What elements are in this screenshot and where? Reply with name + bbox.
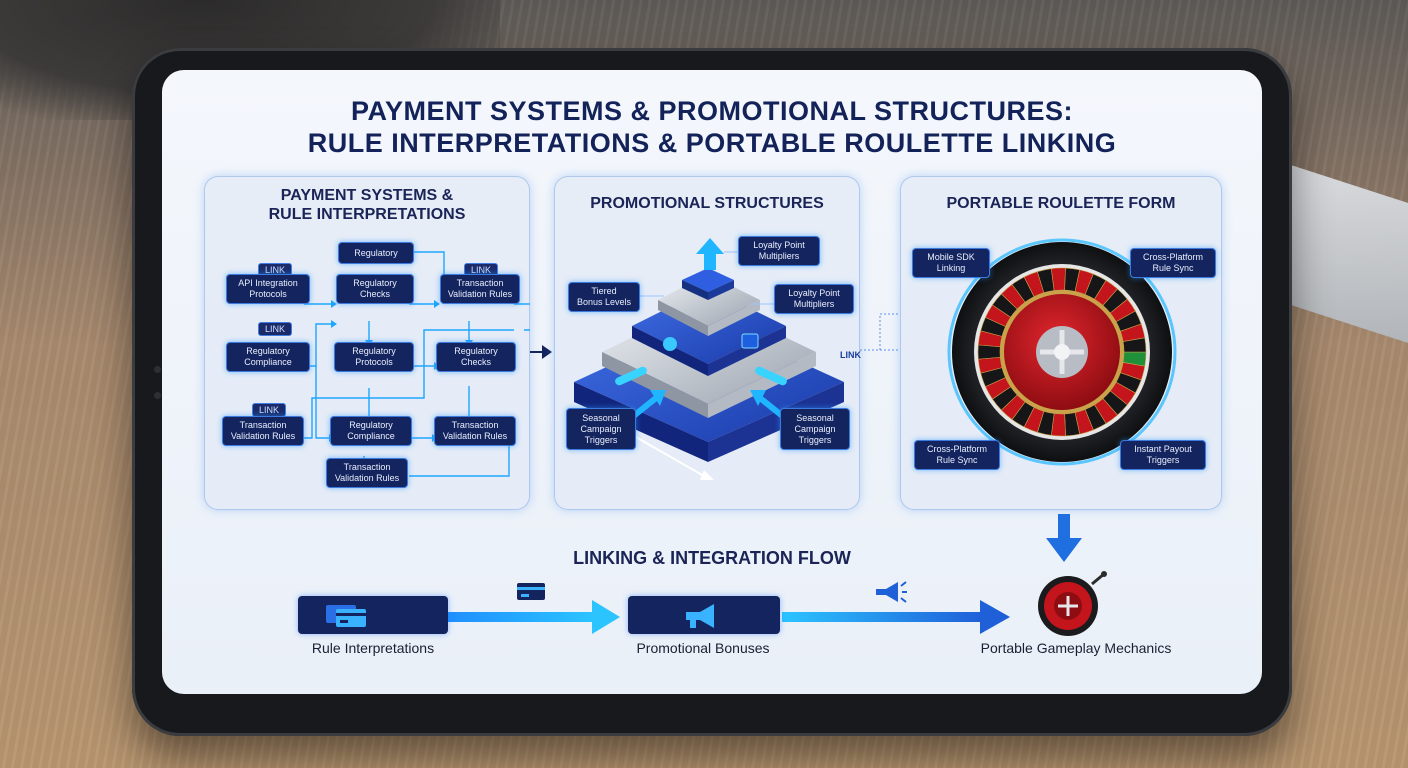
node-label: Compliance [347,431,395,441]
link-label: LINK [840,350,861,360]
node-label: Loyalty Point [753,240,805,250]
link-tag: LINK [252,403,287,417]
node-label: Validation Rules [442,431,508,441]
transaction-validation-node: Transaction Validation Rules [440,274,520,304]
flow-step-promotional-bonuses: Promotional Bonuses [636,640,770,656]
node-label: Regulatory [246,346,290,356]
node-label: Checks [359,289,390,299]
regulatory-checks-node: Regulatory Checks [336,274,414,304]
promo-panel-title: PROMOTIONAL STRUCTURES [590,195,824,212]
megaphone-icon [686,604,714,628]
credit-card-icon [326,605,366,627]
seasonal-campaign-node: Seasonal Campaign Triggers [780,408,850,450]
regulatory-compliance-node: Regulatory Compliance [226,342,310,372]
cross-platform-sync-node: Cross-Platform Rule Sync [914,440,1000,470]
rule-interpretations-box [298,596,448,634]
node-label: Bonus Levels [576,297,632,307]
megaphone-icon [876,581,907,603]
transaction-validation-node: Transaction Validation Rules [434,416,516,446]
roulette-panel-title: PORTABLE ROULETTE FORM [946,195,1176,212]
roulette-pocket [977,344,1001,360]
node-label: Protocols [249,289,287,299]
node-label: Cross-Platform [926,444,987,454]
flow-step-rule-interpretations: Rule Interpretations [311,640,435,656]
loyalty-multiplier-node: Loyalty Point Multipliers [774,284,854,314]
transaction-validation-node: Transaction Validation Rules [222,416,304,446]
node-label: Triggers [584,434,618,445]
node-label: Rule Sync [1152,263,1194,273]
flow-step-portable-gameplay: Portable Gameplay Mechanics [980,640,1172,656]
flow-title: LINKING & INTEGRATION FLOW [573,548,851,568]
arrow-icon [1046,514,1082,562]
mobile-sdk-node: Mobile SDK Linking [912,248,990,278]
node-label: Regulatory [353,278,397,288]
page-title-line-2: RULE INTERPRETATIONS & PORTABLE ROULETTE… [307,128,1117,158]
regulatory-compliance-node: Regulatory Compliance [330,416,412,446]
node-label: Checks [460,357,491,367]
integration-flow [447,600,1010,634]
node-label: Loyalty Point [788,288,840,298]
regulatory-node: Regulatory [338,242,414,264]
node-label: Triggers [798,434,832,445]
transaction-validation-node: Transaction Validation Rules [326,458,408,488]
arrow-icon [530,345,552,359]
node-label: Regulatory [454,346,498,356]
promotional-bonuses-box [628,596,780,634]
node-label: Cross-Platform [1142,252,1203,262]
node-label: Validation Rules [334,473,400,483]
payment-panel-title-1: PAYMENT SYSTEMS & [280,187,454,204]
node-label: Regulatory [349,420,393,430]
loyalty-multiplier-node: Loyalty Point Multipliers [738,236,820,266]
node-label: Linking [936,263,966,273]
tiered-bonus-node: Tiered Bonus Levels [568,282,640,312]
payment-systems-panel: PAYMENT SYSTEMS & RULE INTERPRETATIONS [204,176,530,510]
node-label: Mobile SDK [927,252,975,262]
node-label: Triggers [1146,455,1180,465]
cross-platform-sync-node: Cross-Platform Rule Sync [1130,248,1216,278]
instant-payout-node: Instant Payout Triggers [1120,440,1206,470]
node-label: Seasonal [582,412,620,423]
node-label: Validation Rules [230,431,296,441]
node-label: Transaction [343,462,391,472]
node-label: Multipliers [758,251,800,261]
sensor-dot [154,392,161,399]
roulette-wheel-icon [947,238,1177,466]
node-label: Transaction [451,420,499,430]
tiered-pyramid [574,238,844,480]
node-label: Multipliers [793,299,835,309]
node-label: Protocols [355,357,393,367]
camera-dot [154,366,161,373]
node-label: API Integration [238,278,298,288]
link-tag: LINK [258,322,293,336]
node-label: Compliance [244,357,292,367]
tablet-frame: PAYMENT SYSTEMS & PROMOTIONAL STRUCTURES… [132,48,1292,736]
promotional-structures-panel: PROMOTIONAL STRUCTURES [554,176,860,510]
portable-roulette-panel: PORTABLE ROULETTE FORM [900,176,1222,510]
roulette-pocket [1050,267,1066,291]
tablet-screen: PAYMENT SYSTEMS & PROMOTIONAL STRUCTURES… [162,70,1262,694]
link-connector [860,313,900,351]
node-label: Instant Payout [1134,444,1192,454]
node-label: Regulatory [352,346,396,356]
node-label: Campaign [794,423,836,434]
node-label: Regulatory [354,247,398,258]
regulatory-protocols-node: Regulatory Protocols [334,342,414,372]
node-label: Seasonal [796,412,834,423]
node-label: Tiered [591,286,617,296]
payment-panel-title-2: RULE INTERPRETATIONS [268,206,466,223]
credit-card-icon [517,583,545,600]
node-label: Campaign [580,423,622,434]
regulatory-checks-node: Regulatory Checks [436,342,516,372]
page-title-line-1: PAYMENT SYSTEMS & PROMOTIONAL STRUCTURES… [350,96,1074,126]
api-integration-node: API Integration Protocols [226,274,310,304]
node-label: Transaction [239,420,287,430]
node-label: Transaction [456,278,504,288]
node-label: Validation Rules [447,289,513,299]
seasonal-campaign-node: Seasonal Campaign Triggers [566,408,636,450]
roulette-wheel-icon [1038,571,1107,636]
node-label: Rule Sync [936,455,978,465]
